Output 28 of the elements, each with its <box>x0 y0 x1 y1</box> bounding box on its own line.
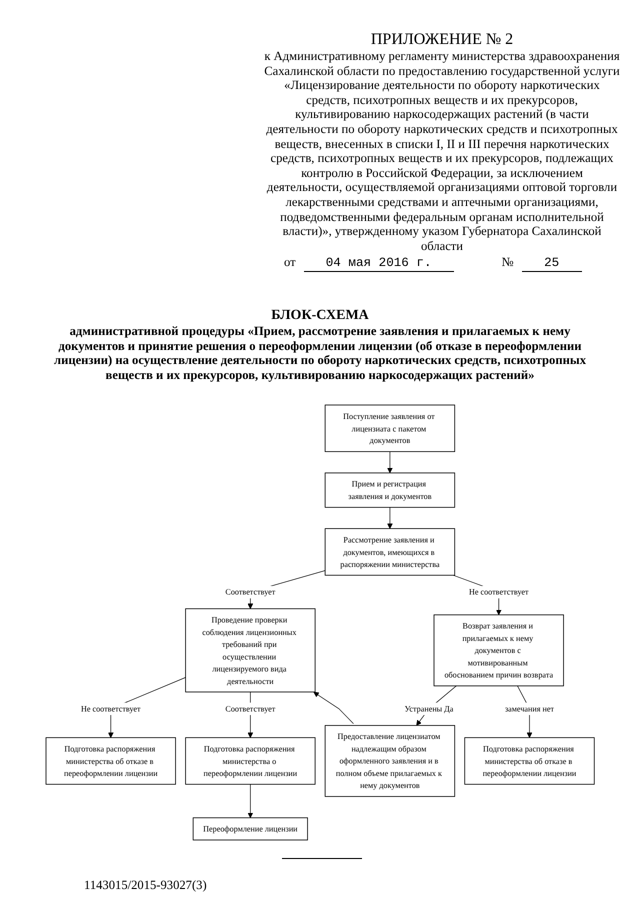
process-box: Возврат заявления и прилагаемых к нему документов с мотивированным обоснованием причин возврата <box>434 614 564 686</box>
process-box: Предоставление лицензиатом надлежащим образом оформленного заявления и в полном объеме прилагаемых к нему документов <box>324 725 455 797</box>
edge-label: Устранены Да <box>404 702 454 715</box>
process-box: Подготовка распоряжения министерства о переоформлении лицензии <box>185 737 316 785</box>
process-box: Проведение проверки соблюдения лицензионных требований при осуществлении лицензируемого вида деятельности <box>185 608 316 692</box>
arrow <box>247 784 253 818</box>
arrow <box>313 692 354 724</box>
edge-label: Не соответствует <box>468 586 528 598</box>
arrow <box>387 451 393 474</box>
process-box: Переоформление лицензии <box>192 817 308 840</box>
date-field: 04 мая 2016 г. <box>304 256 454 272</box>
diagram-title: БЛОК-СХЕМА <box>271 307 369 324</box>
date-prefix: от <box>284 255 296 270</box>
edge-label: замечания нет <box>504 702 554 715</box>
document-code: 1143015/2015-93027(3) <box>84 878 207 892</box>
process-box: Прием и регистрация заявления и документов <box>324 472 455 508</box>
edge-label: Не соответствует <box>80 702 140 715</box>
number-sign: № <box>502 255 514 270</box>
subtitle: административной процедуры «Прием, рассмотрение заявления и прилагаемых к нему документов и принятие решения о переоформлении лицензии (об отказе в переоформлении лицензии) на осуществление деятельности по обороту наркотических средств, психотропных веществ и их прекурсоров, культивированию наркосодержащих растений» <box>53 324 587 382</box>
edge-label: Соответствует <box>225 702 276 715</box>
process-box: Поступление заявления от лицензиата с пакетом документов <box>324 404 455 452</box>
process-box: Рассмотрение заявления и документов, имеющихся в распоряжении министерства <box>324 528 455 576</box>
appendix-heading: ПРИЛОЖЕНИЕ № 2 <box>370 30 514 49</box>
process-box: Подготовка распоряжения министерства об отказе в переоформлении лицензии <box>464 737 594 785</box>
process-box: Подготовка распоряжения министерства об отказе в переоформлении лицензии <box>46 737 176 785</box>
edge-label: Соответствует <box>225 586 276 598</box>
arrow <box>387 507 393 529</box>
number-field: 25 <box>522 256 582 272</box>
